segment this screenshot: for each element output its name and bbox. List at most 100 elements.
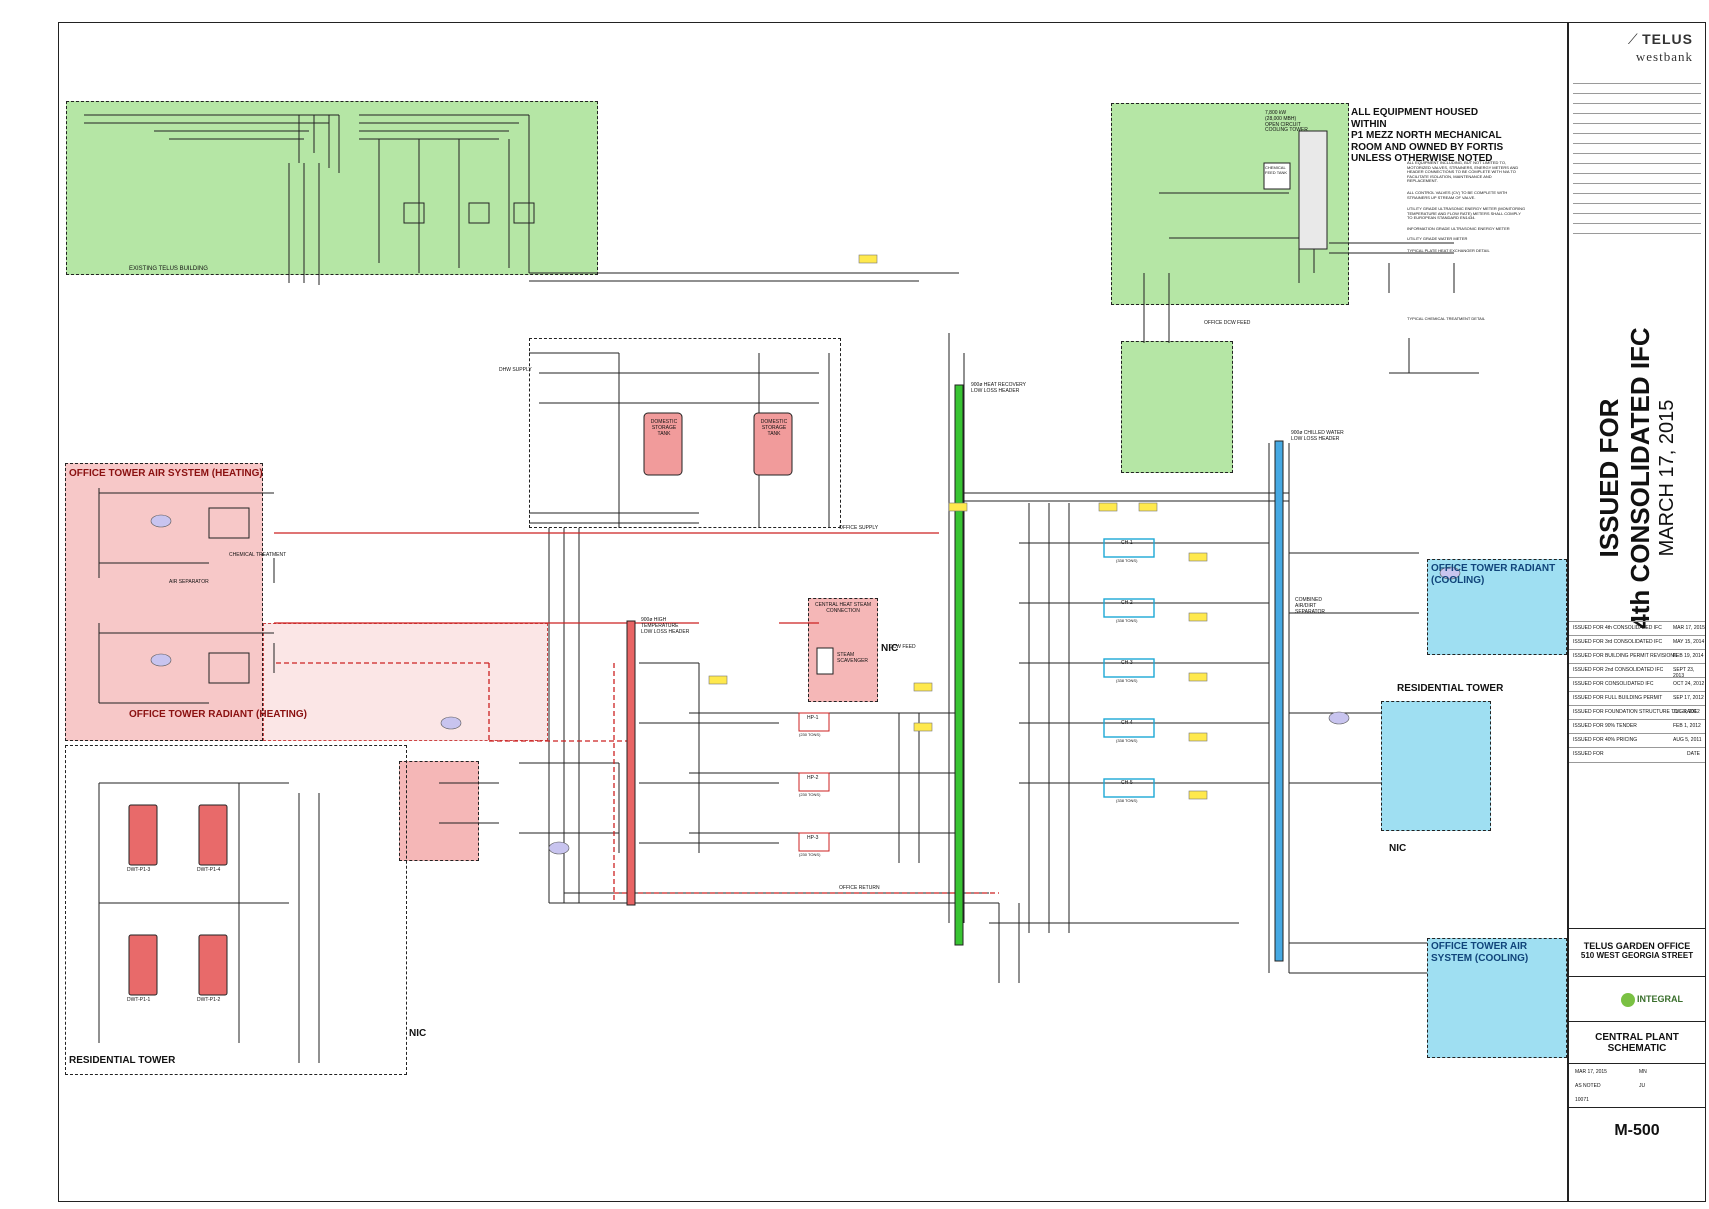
revision-row: ISSUED FOR 3rd CONSOLIDATED IFC MAY 15, … xyxy=(1569,635,1705,650)
legend-note-5: UTILITY GRADE WATER METER xyxy=(1407,236,1468,241)
dwt-p1-3-label: DWT-P1-3 xyxy=(127,867,151,873)
residential-tower-left-label: RESIDENTIAL TOWER xyxy=(69,1055,176,1066)
date-value: MAR 17, 2015 xyxy=(1575,1069,1607,1075)
title-block: ⟋ TELUS westbank ISSUED FOR 4th CONSOLID… xyxy=(1568,22,1706,1202)
revision-row: ISSUED FOR 40% PRICING AUG 5, 2011 xyxy=(1569,733,1705,748)
consultant-logo-icon xyxy=(1621,993,1635,1007)
p1-mezz-note: ALL EQUIPMENT HOUSED WITHIN P1 MEZZ NORT… xyxy=(1351,107,1504,164)
revision-date: MAR 17, 2015 xyxy=(1673,625,1705,631)
dwt-p1-1-label: DWT-P1-1 xyxy=(127,997,151,1003)
domestic-tank-2-label: DOMESTIC STORAGE TANK xyxy=(760,419,788,437)
revision-date: OCT 24, 2012 xyxy=(1673,681,1705,687)
chiller-4: CH-4 xyxy=(1121,720,1133,726)
revision-row: ISSUED FOR FULL BUILDING PERMIT SEP 17, … xyxy=(1569,691,1705,706)
logo-brand: TELUS xyxy=(1642,31,1693,47)
issue-stamp-line2: 4th CONSOLIDATED IFC xyxy=(1625,327,1655,629)
info-box: MAR 17, 2015 MN AS NOTED JU 10071 xyxy=(1569,1063,1705,1108)
dwt-p1-2-label: DWT-P1-2 xyxy=(197,997,221,1003)
dhw-tanks-zone xyxy=(529,338,841,528)
issue-stamp-line1: ISSUED FOR xyxy=(1594,398,1624,558)
checked-value: JU xyxy=(1639,1083,1646,1089)
revision-row: ISSUED FOR 4th CONSOLIDATED IFC MAR 17, … xyxy=(1569,621,1705,636)
issue-stamp: ISSUED FOR 4th CONSOLIDATED IFC MARCH 17… xyxy=(1594,278,1684,678)
drawing-sheet: EXISTING TELUS BUILDING ALL EQUIPMENT HO… xyxy=(58,22,1568,1202)
combined-separator-label: COMBINED AIR/DIRT SEPARATOR xyxy=(1295,597,1326,615)
chiller-4-rating: (338 TONS) xyxy=(1116,738,1138,743)
revision-text: ISSUED FOR 3rd CONSOLIDATED IFC xyxy=(1573,639,1663,645)
revision-date: MAY 15, 2014 xyxy=(1673,639,1705,645)
residential-hx-zone xyxy=(399,761,479,861)
legend-note-2: ALL CONTROL VALVES (CV) TO BE COMPLETE W… xyxy=(1407,190,1508,200)
legend-note-1: ALL EQUIPMENT INCLUDING, BUT NOT LIMITED… xyxy=(1407,160,1519,184)
dhw-supply-label: DHW SUPPLY xyxy=(499,367,532,373)
revision-date: FEB 1, 2012 xyxy=(1673,723,1701,729)
cooling-tower-label: 7,800 kW (28,000 MBH) OPEN CIRCUIT COOLI… xyxy=(1265,110,1308,134)
piping-diagram xyxy=(84,114,1479,1063)
drawn-value: MN xyxy=(1639,1069,1647,1075)
office-heating-label: OFFICE TOWER AIR SYSTEM (HEATING) xyxy=(69,468,263,479)
air-separator-label: AIR SEPARATOR xyxy=(169,579,209,585)
office-radiant-pink-zone xyxy=(263,623,548,741)
nic-label-steam: NIC xyxy=(881,643,899,654)
office-air-cooling-label: OFFICE TOWER AIR SYSTEM (COOLING) xyxy=(1431,941,1529,964)
revision-row: ISSUED FOR 2nd CONSOLIDATED IFC SEPT 23,… xyxy=(1569,663,1705,678)
revision-date: SEPT 23, 2013 xyxy=(1673,667,1695,679)
heat-pump-1: HP-1 xyxy=(807,715,819,721)
heat-recovery-header-label: 900ø HEAT RECOVERY LOW LOSS HEADER xyxy=(971,382,1027,394)
heat-pump-2: HP-2 xyxy=(807,775,819,781)
nic-label-residential: NIC xyxy=(1389,843,1407,854)
revision-row: ISSUED FOR BUILDING PERMIT REVISIONS FEB… xyxy=(1569,649,1705,664)
legend-note-7: TYPICAL CHEMICAL TREATMENT DETAIL xyxy=(1407,316,1486,321)
heat-pump-1-rating: (230 TONS) xyxy=(799,732,821,737)
revision-row: ISSUED FOR FOUNDATION STRUCTURE TO GRADE… xyxy=(1569,705,1705,720)
chemical-treatment-label: CHEMICAL TREATMENT xyxy=(229,552,287,558)
hx-green-zone xyxy=(1121,341,1233,473)
chiller-1-rating: (338 TONS) xyxy=(1116,558,1138,563)
project-address: 510 WEST GEORGIA STREET xyxy=(1580,951,1694,960)
chiller-2-rating: (338 TONS) xyxy=(1116,618,1138,623)
consultant-name: INTEGRAL xyxy=(1637,994,1683,1004)
revision-text: ISSUED FOR xyxy=(1573,751,1604,757)
hot-header-label: 900ø HIGH TEMPERATURE LOW LOSS HEADER xyxy=(641,617,690,635)
revision-date: AUG 5, 2011 xyxy=(1673,737,1702,743)
issue-stamp-date: MARCH 17, 2015 xyxy=(1656,399,1678,557)
office-return-label: OFFICE RETURN xyxy=(839,885,880,891)
office-radiant-cooling-label: OFFICE TOWER RADIANT (COOLING) xyxy=(1431,563,1556,586)
revision-row: ISSUED FOR CONSOLIDATED IFC OCT 24, 2012 xyxy=(1569,677,1705,692)
revision-text: ISSUED FOR CONSOLIDATED IFC xyxy=(1573,681,1654,687)
chiller-3: CH-3 xyxy=(1121,660,1133,666)
dcw-feed-label: DCW FEED xyxy=(889,644,916,650)
legend-note-4: INFORMATION GRADE ULTRASONIC ENERGY METE… xyxy=(1407,226,1510,231)
dwt-p1-4-label: DWT-P1-4 xyxy=(197,867,221,873)
heat-pump-3: HP-3 xyxy=(807,835,819,841)
chiller-2: CH-2 xyxy=(1121,600,1133,606)
revision-text: ISSUED FOR 4th CONSOLIDATED IFC xyxy=(1573,625,1662,631)
residential-cooling-zone xyxy=(1381,701,1491,831)
consultant-box: INTEGRAL xyxy=(1569,976,1705,1022)
project-box: TELUS GARDEN OFFICE 510 WEST GEORGIA STR… xyxy=(1569,928,1705,977)
notes-lines xyxy=(1569,73,1705,243)
sheet-number-box: M-500 xyxy=(1569,1107,1705,1204)
steam-scavenger-label: STEAM SCAVENGER xyxy=(837,652,869,664)
chiller-3-rating: (338 TONS) xyxy=(1116,678,1138,683)
sheet-number: M-500 xyxy=(1614,1122,1660,1139)
nic-label-left: NIC xyxy=(409,1028,427,1039)
heat-pump-2-rating: (230 TONS) xyxy=(799,792,821,797)
scale-value: AS NOTED xyxy=(1575,1083,1601,1089)
chiller-1: CH-1 xyxy=(1121,540,1133,546)
revision-text: ISSUED FOR FOUNDATION STRUCTURE TO GRADE xyxy=(1573,709,1698,715)
revision-date: JUL 3, 2012 xyxy=(1673,709,1700,715)
residential-tower-left-zone xyxy=(65,745,407,1075)
drawing-title-box: CENTRAL PLANT SCHEMATIC xyxy=(1569,1021,1705,1064)
residential-tower-right-label: RESIDENTIAL TOWER xyxy=(1397,683,1504,694)
chiller-5: CH-5 xyxy=(1121,780,1133,786)
office-dcw-feed-label: OFFICE DCW FEED xyxy=(1204,320,1251,326)
revision-text: ISSUED FOR 90% TENDER xyxy=(1573,723,1637,729)
revision-date: DATE xyxy=(1687,751,1700,757)
drawing-title: CENTRAL PLANT SCHEMATIC xyxy=(1595,1032,1679,1054)
revision-text: ISSUED FOR 40% PRICING xyxy=(1573,737,1638,743)
heat-pump-3-rating: (230 TONS) xyxy=(799,852,821,857)
revision-text: ISSUED FOR BUILDING PERMIT REVISIONS xyxy=(1573,653,1678,659)
logo-sub: westbank xyxy=(1635,49,1693,64)
telus-logo-icon: ⟋ xyxy=(1627,31,1638,47)
